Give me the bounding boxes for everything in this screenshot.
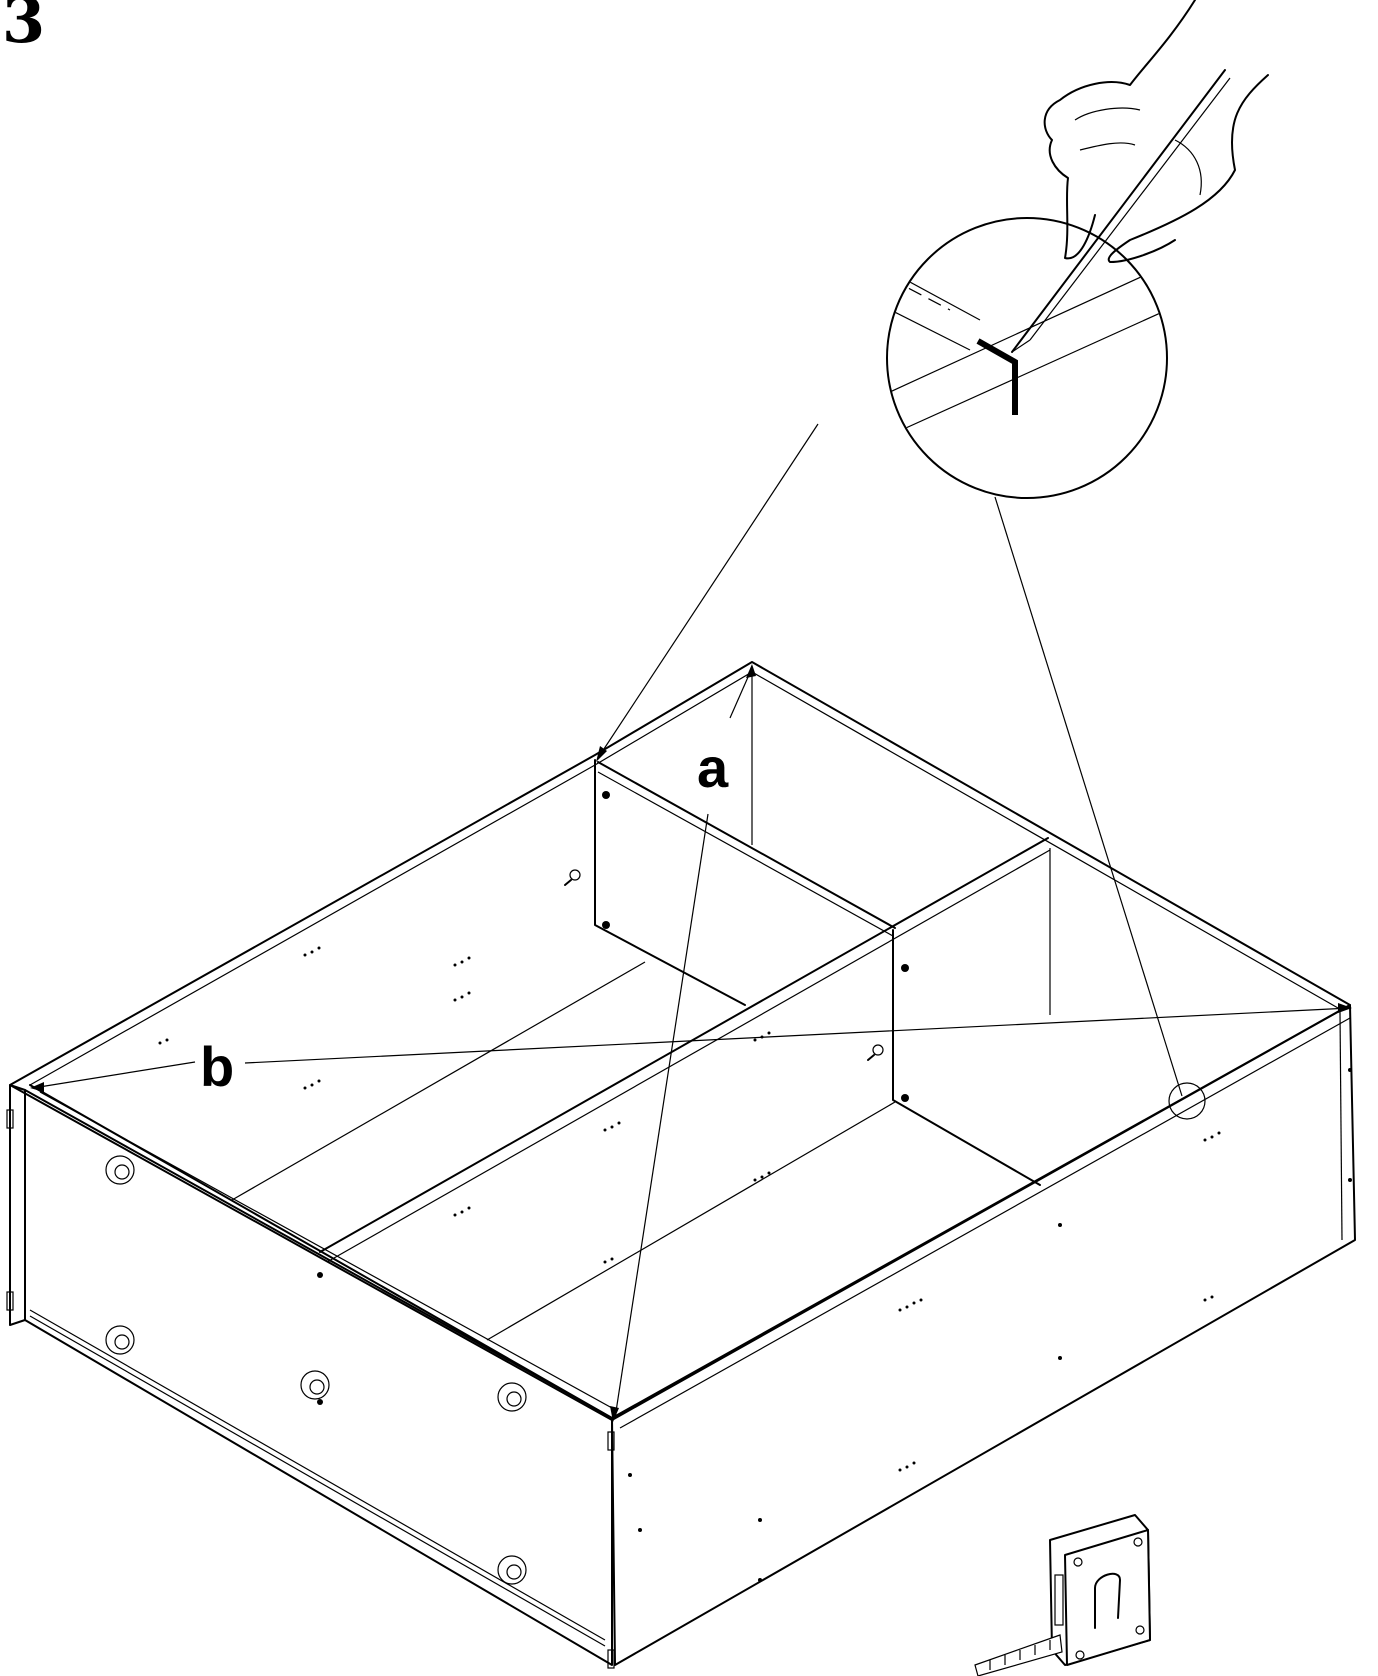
screw-holes <box>158 791 1352 1582</box>
magnifier-detail-icon <box>596 217 1206 1120</box>
diagonal-b <box>30 1003 1352 1092</box>
drawer-box-icon <box>6 661 1356 1669</box>
diagonal-a <box>610 664 756 1422</box>
label-b: b <box>200 1035 234 1098</box>
label-a: a <box>697 736 729 799</box>
hand-with-pencil-icon <box>1011 0 1269 353</box>
step-number: 3 <box>2 0 45 57</box>
tape-measure-icon <box>974 1514 1151 1676</box>
cam-fitting <box>564 869 884 1061</box>
dowel <box>105 1155 527 1585</box>
